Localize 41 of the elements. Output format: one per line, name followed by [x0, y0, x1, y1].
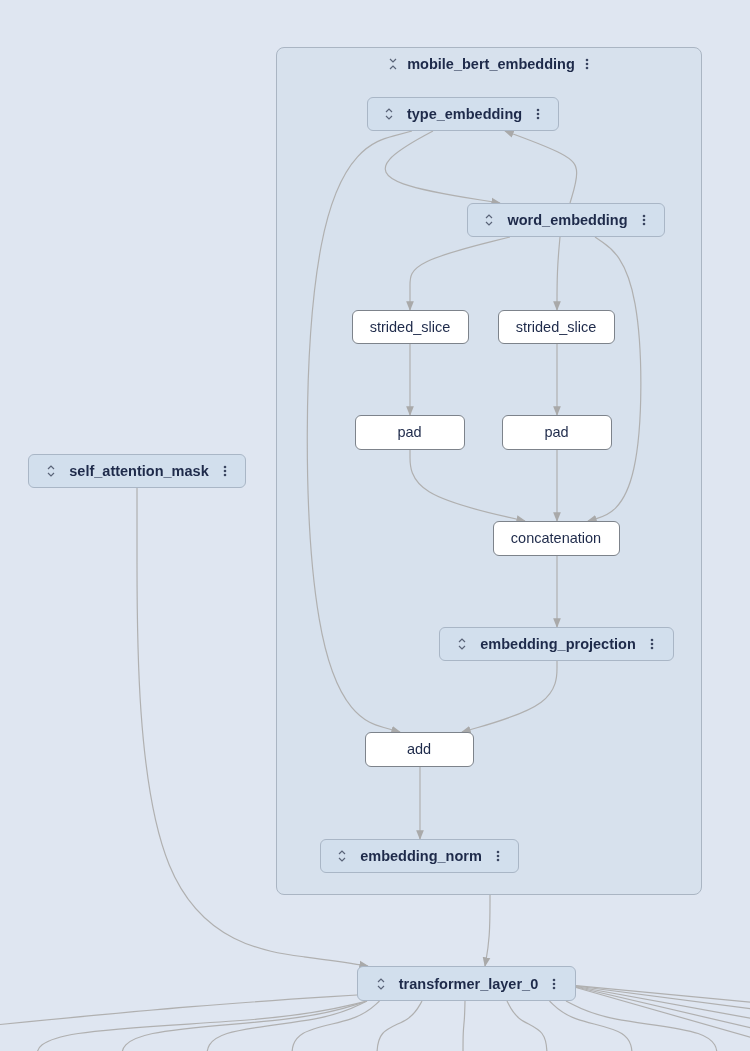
group-panel [276, 47, 702, 895]
connector-arrow [406, 343, 414, 416]
operation-box [501, 414, 612, 450]
connector-arrow [416, 766, 424, 840]
layer-box [466, 202, 665, 237]
node-label: concatenation [510, 530, 602, 546]
connector-arrow [136, 487, 369, 969]
connector-arrow [553, 449, 561, 522]
layer-box [28, 454, 246, 488]
layer-box [357, 966, 576, 1001]
node-label: type_embedding [406, 105, 523, 122]
connector-arrow [384, 130, 501, 206]
connector-arrow [553, 555, 561, 628]
connector-arrow [409, 449, 526, 523]
connector-arrow [461, 660, 558, 734]
connector-arrow [504, 130, 578, 204]
node-label: add [406, 741, 432, 757]
connector-arrow [406, 236, 511, 311]
node-label: word_embedding [507, 211, 628, 228]
layer-box [319, 838, 519, 873]
operation-box [364, 731, 474, 767]
group-title: mobile_bert_embedding [407, 56, 575, 72]
node-label: strided_slice [369, 318, 451, 335]
connector-arrow [587, 236, 642, 523]
connector-arrow [482, 894, 491, 967]
node-label: transformer_layer_0 [398, 975, 539, 992]
node-label: strided_slice [515, 318, 597, 335]
layer-box [366, 96, 559, 131]
connector-arrow [306, 130, 413, 734]
connector-arrow [553, 343, 561, 416]
node-label: pad [397, 424, 422, 440]
operation-box [497, 309, 615, 344]
node-label: self_attention_mask [69, 463, 209, 479]
node-label: pad [544, 424, 569, 440]
operation-box [351, 309, 469, 344]
operation-box [492, 520, 620, 556]
operation-box [354, 414, 465, 450]
node-label: embedding_projection [480, 635, 636, 652]
node-label: embedding_norm [360, 847, 482, 864]
connector-arrow [553, 236, 561, 311]
layer-box [438, 626, 674, 661]
